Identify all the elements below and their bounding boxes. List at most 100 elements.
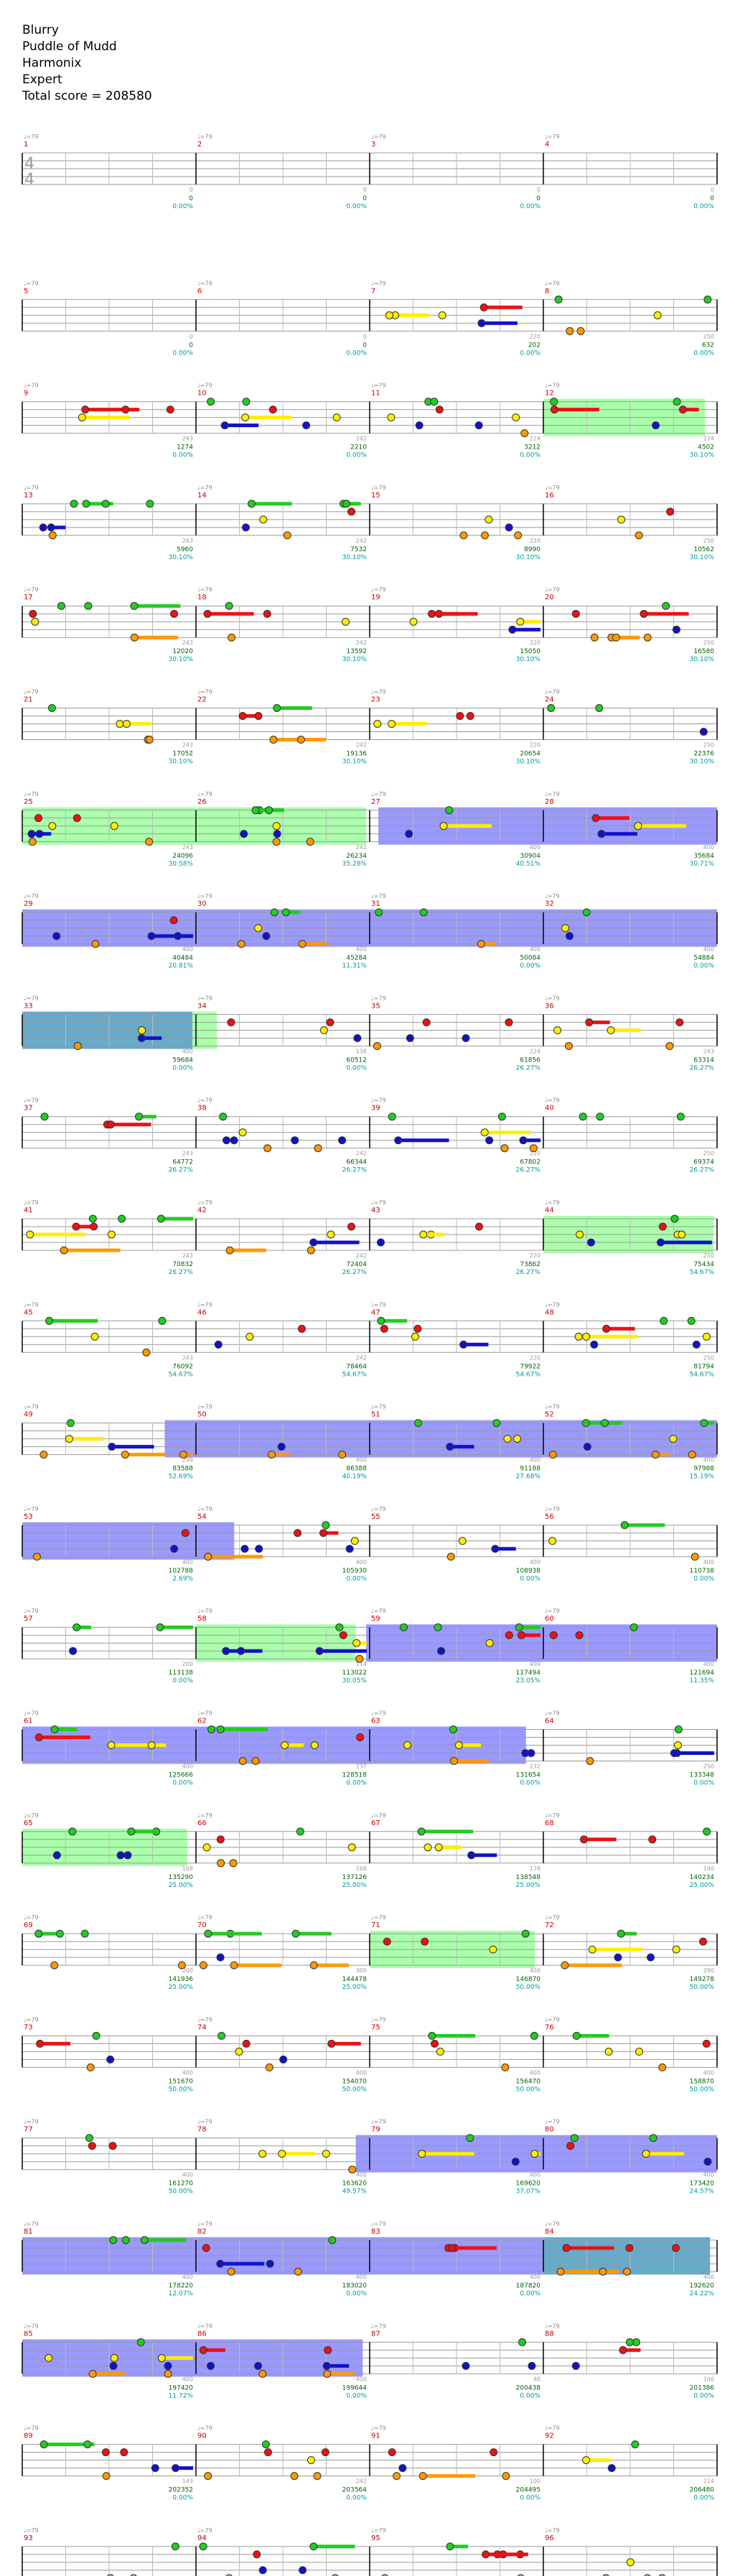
note-gem xyxy=(142,1348,151,1357)
tempo-marker: ♩=79 xyxy=(24,2016,39,2023)
note-gem xyxy=(227,2267,235,2276)
note-gem xyxy=(302,421,311,430)
note-gem xyxy=(434,1843,443,1852)
measure-percent: 30.58% xyxy=(169,861,194,868)
measure-score: 0 xyxy=(710,195,714,202)
note-gem xyxy=(294,1529,302,1537)
note-gem xyxy=(423,1843,432,1852)
note-gem xyxy=(83,2440,92,2449)
measure-percent: 0.00% xyxy=(520,2495,540,2502)
note-gem xyxy=(607,2464,616,2473)
note-gem xyxy=(690,1552,699,1561)
note-gem xyxy=(110,822,118,830)
tempo-marker: ♩=79 xyxy=(545,1506,560,1512)
note-gem xyxy=(640,609,648,618)
note-gem xyxy=(699,1937,708,1946)
measure-percent: 0.00% xyxy=(346,2290,367,2298)
note-gem xyxy=(428,2031,436,2040)
note-gem xyxy=(251,1757,260,1765)
note-gem xyxy=(138,1026,146,1034)
measure-score: 16580 xyxy=(693,648,714,655)
measure-number: 78 xyxy=(197,2126,207,2134)
note-gem xyxy=(181,1529,189,1537)
tempo-marker: ♩=79 xyxy=(545,280,560,286)
tempo-marker: ♩=79 xyxy=(24,280,39,286)
note-gem xyxy=(296,736,305,744)
tempo-marker: ♩=79 xyxy=(371,1812,386,1819)
tempo-marker: ♩=79 xyxy=(197,134,212,140)
measure-score: 133348 xyxy=(690,1772,715,1779)
note-gem xyxy=(52,932,61,940)
measure-bar-value: 243 xyxy=(182,1151,193,1157)
note-gem xyxy=(574,1332,583,1341)
measure-percent: 0.00% xyxy=(346,2495,367,2502)
note-gem xyxy=(670,1749,678,1757)
note-gem xyxy=(375,908,383,917)
measure-percent: 0.00% xyxy=(346,350,367,357)
note-gem xyxy=(430,398,439,406)
note-gem xyxy=(45,1316,54,1325)
measure-score: 0 xyxy=(362,342,367,349)
measure-percent: 26.27% xyxy=(342,1167,368,1174)
note-gem xyxy=(658,2063,667,2071)
note-gem xyxy=(702,2039,711,2048)
measure-bar-value: 400 xyxy=(530,946,540,952)
measure-score: 140234 xyxy=(690,1874,715,1881)
note-gem xyxy=(291,1136,299,1145)
note-gem xyxy=(68,1827,77,1836)
note-gem xyxy=(216,1953,225,1962)
measure-number: 45 xyxy=(24,1308,33,1316)
note-gem xyxy=(699,728,708,736)
measure-bar-value: 138 xyxy=(356,1048,367,1054)
measure-percent: 25.00% xyxy=(169,1882,194,1889)
measure-score: 135290 xyxy=(169,1874,194,1881)
tempo-marker: ♩=79 xyxy=(371,2527,386,2534)
tempo-marker: ♩=79 xyxy=(545,2016,560,2023)
measure-number: 15 xyxy=(371,492,380,500)
measure-bar-value: 0 xyxy=(711,187,714,193)
tempo-marker: ♩=79 xyxy=(545,1199,560,1206)
note-gem xyxy=(617,515,626,524)
note-gem xyxy=(620,1521,629,1530)
note-gem xyxy=(625,2338,634,2346)
measure-bar-value: 400 xyxy=(703,2274,714,2280)
note-gem xyxy=(548,1537,557,1545)
measure-score: 15050 xyxy=(520,648,540,655)
note-gem xyxy=(88,2142,96,2150)
measure-percent: 11.35% xyxy=(690,1677,715,1685)
measure-number: 96 xyxy=(545,2534,554,2542)
note-gem xyxy=(199,2346,207,2354)
note-gem xyxy=(265,806,273,815)
note-gem xyxy=(258,2566,267,2575)
note-gem xyxy=(254,712,263,720)
note-gem xyxy=(385,311,393,319)
measure-score: 63314 xyxy=(693,1057,714,1064)
measure-number: 63 xyxy=(371,1718,380,1725)
note-gem xyxy=(290,2472,299,2481)
measure-percent: 25.00% xyxy=(169,1984,194,1991)
measure-score: 73862 xyxy=(520,1261,540,1268)
note-gem xyxy=(554,295,563,304)
note-gem xyxy=(702,1332,711,1341)
note-gem xyxy=(435,406,444,414)
note-gem xyxy=(217,2031,226,2040)
measure-number: 29 xyxy=(24,900,33,908)
note-gem xyxy=(34,1929,43,1938)
note-gem xyxy=(642,2150,650,2158)
note-gem xyxy=(310,1741,319,1749)
note-gem xyxy=(561,924,570,932)
note-gem xyxy=(72,1222,80,1231)
tempo-marker: ♩=79 xyxy=(371,893,386,899)
measure-number: 95 xyxy=(371,2534,380,2542)
tempo-marker: ♩=79 xyxy=(24,484,39,491)
measure-percent: 54.67% xyxy=(169,1371,194,1378)
measure-bar-value: 400 xyxy=(530,1457,540,1463)
measure-score: 187820 xyxy=(516,2282,541,2290)
note-gem xyxy=(36,2039,45,2048)
note-gem xyxy=(480,531,489,540)
note-gem xyxy=(505,523,513,532)
measure-percent: 50.00% xyxy=(690,1984,715,1991)
measure-percent: 0.00% xyxy=(172,350,193,357)
measure-bar-value: 250 xyxy=(703,1354,714,1361)
note-gem xyxy=(106,1120,115,1129)
